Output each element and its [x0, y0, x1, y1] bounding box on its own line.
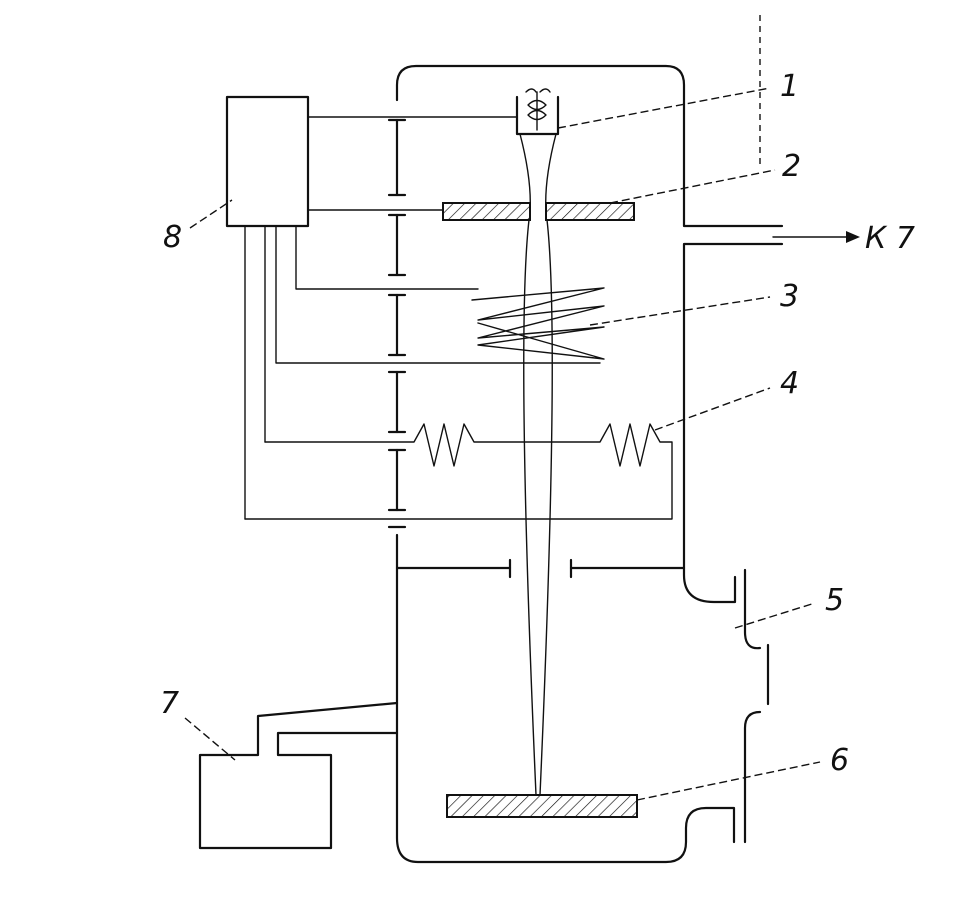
workpiece	[446, 794, 638, 818]
electron-gun	[515, 88, 560, 136]
outlet-arrow	[759, 15, 860, 243]
label-5: 5	[825, 583, 844, 618]
vacuum-pump	[198, 701, 399, 850]
label-3: 3	[780, 279, 799, 314]
label-1: 1	[780, 69, 799, 104]
electron-beam	[519, 133, 557, 796]
deflection-system	[244, 423, 673, 520]
label-4: 4	[780, 366, 799, 401]
aperture-plate	[442, 202, 635, 221]
label-8: 8	[163, 220, 182, 255]
focusing-coil	[471, 287, 605, 360]
label-2: 2	[782, 149, 801, 184]
wall-feedthroughs	[387, 118, 407, 529]
vacuum-chamber	[395, 64, 784, 864]
label-7: 7	[160, 686, 179, 721]
side-port-valve	[743, 568, 770, 844]
label-6: 6	[830, 743, 849, 778]
leader-lines	[184, 87, 821, 801]
label-outlet: К 7	[865, 221, 915, 256]
power-supply-box	[225, 95, 601, 520]
